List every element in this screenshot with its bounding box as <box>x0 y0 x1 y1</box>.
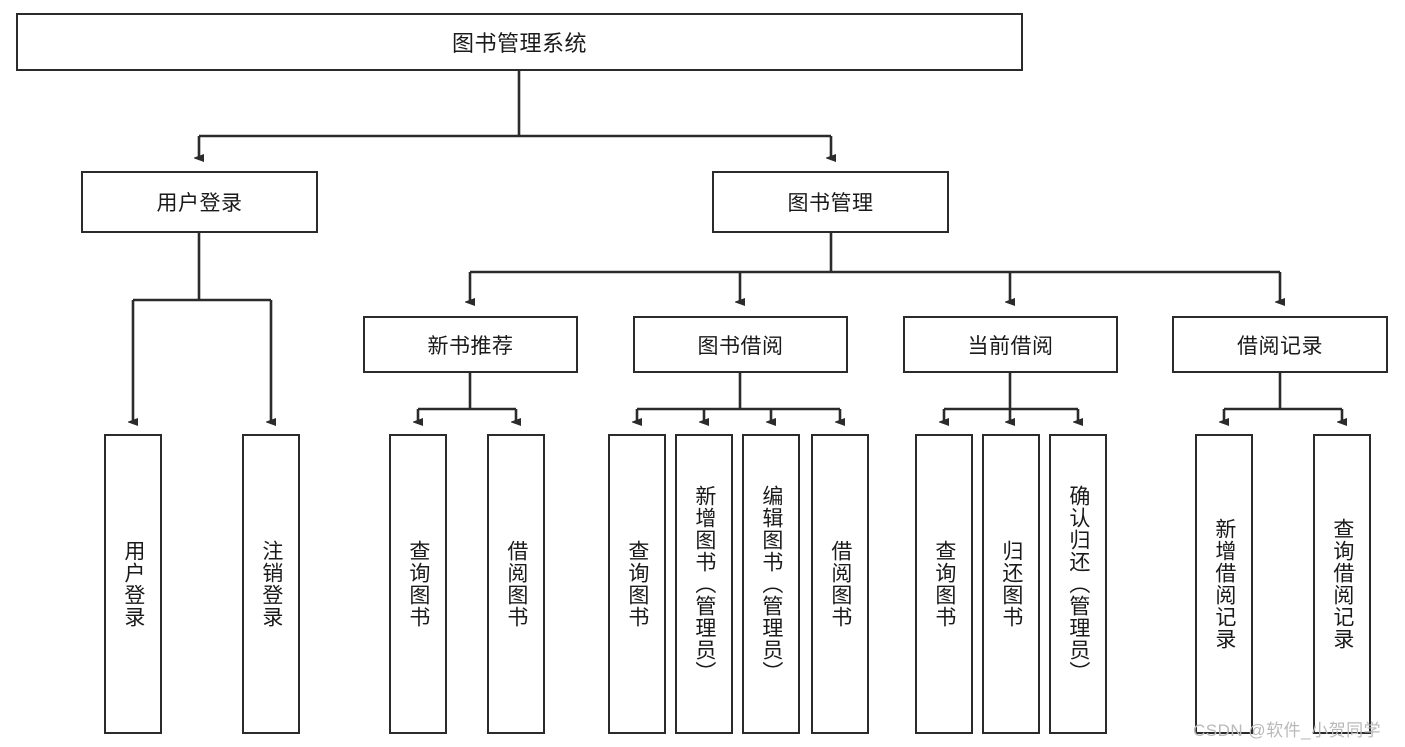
node-book-management[interactable]: 图书管理 <box>712 171 949 233</box>
node-book-borrow[interactable]: 图书借阅 <box>633 316 848 373</box>
node-label: 查询图书 <box>932 540 956 628</box>
node-label: 归还图书 <box>999 540 1023 628</box>
node-current-borrow[interactable]: 当前借阅 <box>903 316 1118 373</box>
node-label: 新书推荐 <box>427 334 514 358</box>
leaf-query-book-borrow[interactable]: 查询图书 <box>608 434 666 734</box>
leaf-borrow-book-borrow[interactable]: 借阅图书 <box>811 434 869 734</box>
node-label: 确认归还（管理员） <box>1066 485 1090 683</box>
node-label: 查询图书 <box>625 540 649 628</box>
node-label: 注销登录 <box>259 540 283 628</box>
node-label: 借阅图书 <box>828 540 852 628</box>
node-label: 图书借阅 <box>697 334 784 358</box>
leaf-add-book-admin[interactable]: 新增图书（管理员） <box>675 434 733 734</box>
csdn-watermark: CSDN @软件_小贺同学 <box>1193 721 1382 740</box>
leaf-user-login[interactable]: 用户登录 <box>104 434 162 734</box>
node-label: 图书管理 <box>787 192 874 215</box>
leaf-query-book-current[interactable]: 查询图书 <box>915 434 973 734</box>
node-label: 借阅图书 <box>504 540 528 628</box>
node-label: 借阅记录 <box>1237 334 1323 358</box>
node-label: 当前借阅 <box>967 334 1054 358</box>
leaf-query-book-recommend[interactable]: 查询图书 <box>389 434 447 734</box>
node-label: 查询借阅记录 <box>1330 518 1354 650</box>
node-new-book-recommend[interactable]: 新书推荐 <box>363 316 578 373</box>
node-borrow-record[interactable]: 借阅记录 <box>1172 316 1388 373</box>
leaf-return-book[interactable]: 归还图书 <box>982 434 1040 734</box>
node-label: 编辑图书（管理员） <box>759 485 783 683</box>
leaf-edit-book-admin[interactable]: 编辑图书（管理员） <box>742 434 800 734</box>
node-label: 查询图书 <box>406 540 430 628</box>
node-label: 新增图书（管理员） <box>692 485 716 683</box>
leaf-confirm-return-admin[interactable]: 确认归还（管理员） <box>1049 434 1107 734</box>
node-label: 用户登录 <box>156 192 243 215</box>
leaf-borrow-book-recommend[interactable]: 借阅图书 <box>487 434 545 734</box>
node-user-login[interactable]: 用户登录 <box>81 171 318 233</box>
node-label: 图书管理系统 <box>451 31 587 56</box>
node-label: 用户登录 <box>121 540 145 628</box>
leaf-query-borrow-record[interactable]: 查询借阅记录 <box>1313 434 1371 734</box>
leaf-add-borrow-record[interactable]: 新增借阅记录 <box>1195 434 1253 734</box>
node-label: 新增借阅记录 <box>1212 518 1236 650</box>
node-root-system[interactable]: 图书管理系统 <box>16 13 1023 71</box>
leaf-logout-login[interactable]: 注销登录 <box>242 434 300 734</box>
